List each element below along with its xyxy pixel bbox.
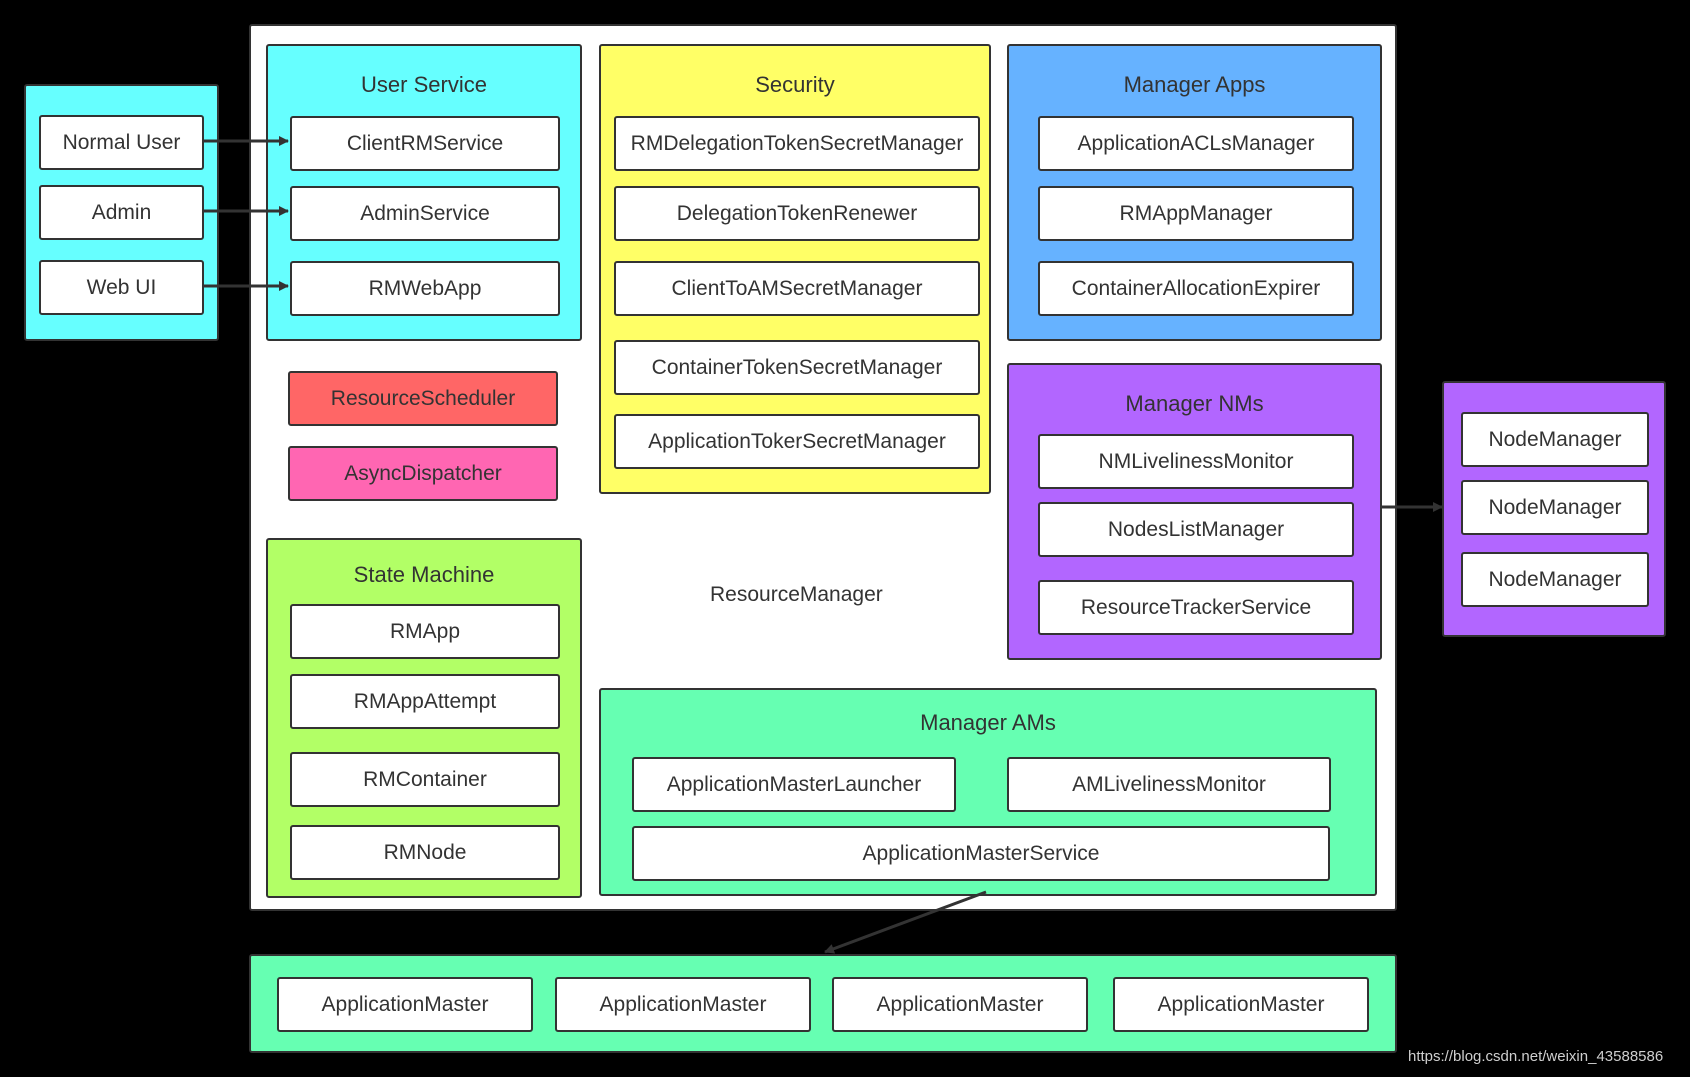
nodes-list-manager-box[interactable]: NodesListManager [1038,502,1354,557]
state-machine-panel: State Machine RMApp RMAppAttempt RMConta… [266,538,582,898]
async-dispatcher-box[interactable]: AsyncDispatcher [288,446,558,501]
node-manager-box-1[interactable]: NodeManager [1461,412,1649,467]
am-liveliness-monitor-box[interactable]: AMLivelinessMonitor [1007,757,1331,812]
manager-nms-panel: Manager NMs NMLivelinessMonitor NodesLis… [1007,363,1382,660]
resource-scheduler-box[interactable]: ResourceScheduler [288,371,558,426]
rm-container-box[interactable]: RMContainer [290,752,560,807]
application-acls-manager-box[interactable]: ApplicationACLsManager [1038,116,1354,171]
application-token-secret-manager-box[interactable]: ApplicationTokerSecretManager [614,414,980,469]
users-panel: Normal User Admin Web UI [24,84,219,341]
manager-apps-panel: Manager Apps ApplicationACLsManager RMAp… [1007,44,1382,341]
rm-delegation-token-secret-manager-box[interactable]: RMDelegationTokenSecretManager [614,116,980,171]
user-service-title: User Service [361,72,487,97]
rm-app-box[interactable]: RMApp [290,604,560,659]
security-title: Security [755,72,835,97]
resource-manager-label: ResourceManager [710,583,883,606]
admin-service-box[interactable]: AdminService [290,186,560,241]
node-managers-panel: NodeManager NodeManager NodeManager [1442,381,1666,637]
resource-manager-container: User Service ClientRMService AdminServic… [249,24,1397,911]
rm-web-app-box[interactable]: RMWebApp [290,261,560,316]
security-panel: Security RMDelegationTokenSecretManager … [599,44,991,494]
arrow-am-service-to-application-masters [824,890,987,954]
application-master-box-3[interactable]: ApplicationMaster [832,977,1088,1032]
application-master-box-4[interactable]: ApplicationMaster [1113,977,1369,1032]
manager-ams-title: Manager AMs [920,710,1056,735]
manager-nms-title: Manager NMs [1125,391,1264,416]
manager-apps-title: Manager Apps [1123,72,1266,97]
resource-tracker-service-box[interactable]: ResourceTrackerService [1038,580,1354,635]
user-service-panel: User Service ClientRMService AdminServic… [266,44,582,341]
application-master-launcher-box[interactable]: ApplicationMasterLauncher [632,757,956,812]
web-ui-box[interactable]: Web UI [39,260,204,315]
container-allocation-expirer-box[interactable]: ContainerAllocationExpirer [1038,261,1354,316]
application-master-box-2[interactable]: ApplicationMaster [555,977,811,1032]
application-master-box-1[interactable]: ApplicationMaster [277,977,533,1032]
node-manager-box-2[interactable]: NodeManager [1461,480,1649,535]
application-masters-panel: ApplicationMaster ApplicationMaster Appl… [249,954,1397,1053]
normal-user-box[interactable]: Normal User [39,115,204,170]
delegation-token-renewer-box[interactable]: DelegationTokenRenewer [614,186,980,241]
watermark-text: https://blog.csdn.net/weixin_43588586 [1408,1048,1664,1065]
state-machine-title: State Machine [353,562,495,587]
container-token-secret-manager-box[interactable]: ContainerTokenSecretManager [614,340,980,395]
nm-liveliness-monitor-box[interactable]: NMLivelinessMonitor [1038,434,1354,489]
rm-node-box[interactable]: RMNode [290,825,560,880]
application-master-service-box[interactable]: ApplicationMasterService [632,826,1330,881]
client-to-am-secret-manager-box[interactable]: ClientToAMSecretManager [614,261,980,316]
client-rm-service-box[interactable]: ClientRMService [290,116,560,171]
rm-app-attempt-box[interactable]: RMAppAttempt [290,674,560,729]
node-manager-box-3[interactable]: NodeManager [1461,552,1649,607]
manager-ams-panel: Manager AMs ApplicationMasterLauncher AM… [599,688,1377,896]
rm-app-manager-box[interactable]: RMAppManager [1038,186,1354,241]
